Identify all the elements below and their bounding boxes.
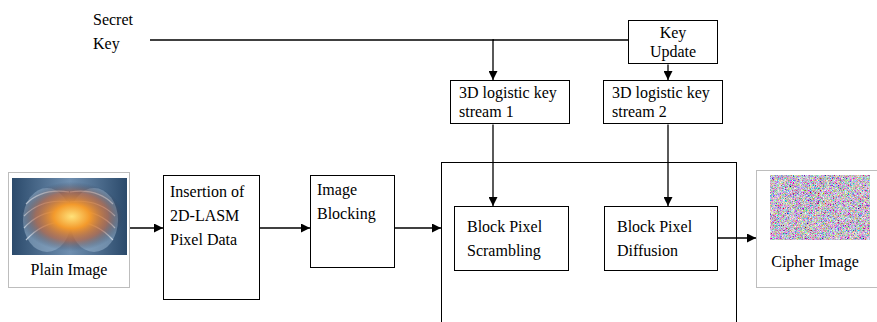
box-text: Cipher Image [757, 252, 873, 273]
box-text: Plain Image [13, 260, 125, 281]
flow-arrow [130, 227, 163, 228]
box-text: Block Pixel Diffusion [617, 215, 705, 263]
process-box: Block Pixel Diffusion [604, 206, 718, 271]
noise-image [770, 175, 870, 240]
stage-frame: Block Pixel Scrambling Block Pixel Diffus… [441, 162, 737, 322]
flow-arrow [718, 237, 756, 238]
box-text: Key Update [635, 23, 711, 61]
box-text: Block Pixel Scrambling [467, 215, 556, 263]
flow-arrow [395, 227, 441, 228]
flow-arrow [493, 40, 628, 80]
cipher-noise [770, 175, 870, 240]
process-box: Insertion of 2D-LASM Pixel Data [163, 175, 260, 300]
flow-arrow [667, 64, 668, 80]
process-box: Image Blocking [310, 175, 395, 268]
image-box: Plain Image [8, 172, 130, 288]
image-box: Cipher Image [756, 170, 877, 288]
keystream-box: 3D logistic key stream 1 [450, 80, 570, 124]
flow-arrow [667, 124, 668, 206]
box-text: 3D logistic key stream 1 [459, 83, 561, 121]
xray-ground [12, 178, 127, 255]
box-text: 3D logistic key stream 2 [612, 83, 714, 121]
process-box: Block Pixel Scrambling [454, 206, 569, 271]
box-text: Image Blocking [317, 178, 388, 226]
flow-arrow [492, 124, 493, 206]
key-line [150, 39, 494, 40]
flow-arrow [260, 227, 310, 228]
xray-illustration [12, 178, 127, 255]
process-box: Key Update [628, 20, 718, 64]
heart-glow [12, 178, 127, 255]
keystream-box: 3D logistic key stream 2 [603, 80, 723, 124]
box-text: Insertion of 2D-LASM Pixel Data [170, 180, 253, 252]
input-label: Secret Key [93, 8, 149, 56]
